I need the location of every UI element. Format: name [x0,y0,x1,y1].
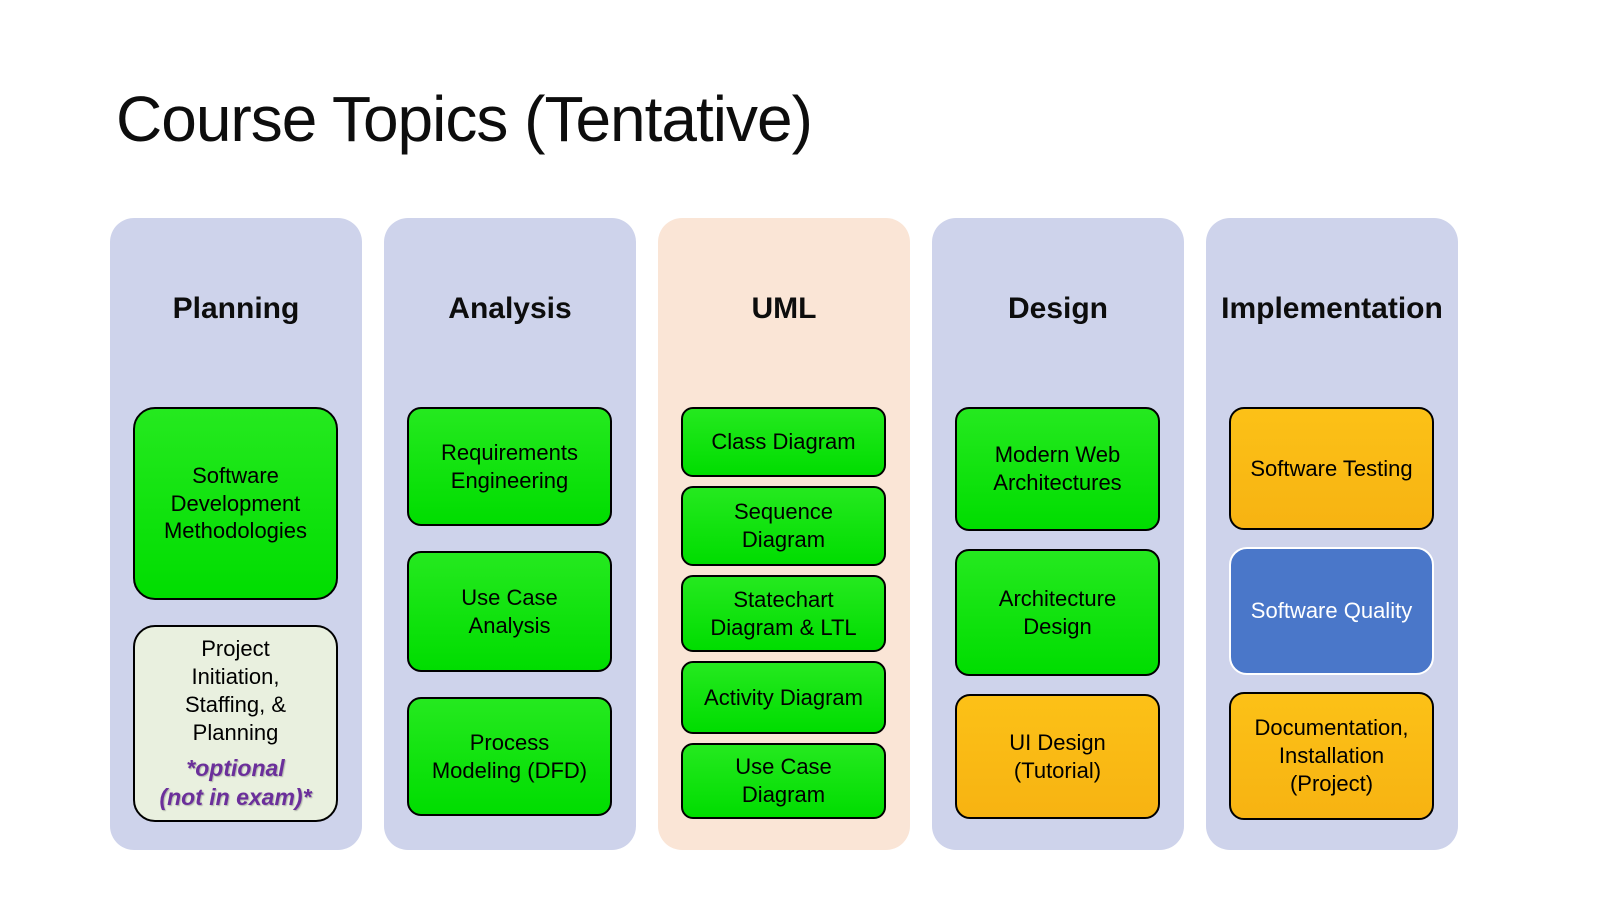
topic-label: UI Design (Tutorial) [1009,729,1106,783]
topic-box-software-quality: Software Quality [1229,547,1434,675]
column-planning: Planning Software Development Methodolog… [110,218,362,850]
topic-box-software-testing: Software Testing [1229,407,1434,530]
topic-label: Architecture Design [998,585,1117,639]
topic-box-sequence-diagram: Sequence Diagram [681,486,886,566]
column-analysis-boxes: Requirements Engineering Use Case Analys… [407,407,612,816]
topic-label: Class Diagram [711,429,856,455]
topic-box-statechart-diagram-ltl: Statechart Diagram & LTL [681,575,886,652]
topic-label: Use Case Analysis [461,584,558,638]
topic-label: Modern Web Architectures [993,442,1122,495]
topic-box-ui-design-tutorial: UI Design (Tutorial) [955,694,1160,819]
topic-label: Software Development Methodologies [163,462,308,544]
topic-label: Statechart Diagram & LTL [710,586,857,640]
topic-label: Activity Diagram [704,684,863,710]
column-implementation-header: Implementation [1221,292,1443,325]
column-planning-boxes: Software Development Methodologies Proje… [133,407,338,822]
topic-box-software-development-methodologies: Software Development Methodologies [133,407,338,600]
topic-label: Process Modeling (DFD) [431,729,588,783]
column-implementation-boxes: Software Testing Software Quality Docume… [1229,407,1434,820]
topic-label: Sequence Diagram [733,499,834,552]
slide-title: Course Topics (Tentative) [116,83,813,155]
column-analysis: Analysis Requirements Engineering Use Ca… [384,218,636,850]
column-uml: UML Class Diagram Sequence Diagram State… [658,218,910,850]
column-implementation: Implementation Software Testing Software… [1206,218,1458,850]
topic-columns: Planning Software Development Methodolog… [110,218,1458,850]
topic-box-activity-diagram: Activity Diagram [681,661,886,734]
column-design: Design Modern Web Architectures Architec… [932,218,1184,850]
topic-box-use-case-analysis: Use Case Analysis [407,551,612,672]
topic-label: Requirements Engineering [441,439,578,493]
column-uml-boxes: Class Diagram Sequence Diagram Statechar… [681,407,886,819]
column-analysis-header: Analysis [448,292,572,325]
topic-label: Software Testing [1250,455,1413,481]
topic-box-requirements-engineering: Requirements Engineering [407,407,612,526]
topic-label: Documentation, Installation (Project) [1254,715,1409,796]
topic-label: Software Quality [1250,598,1413,624]
topic-label: Use Case Diagram [735,754,832,807]
column-planning-header: Planning [172,292,300,325]
column-design-boxes: Modern Web Architectures Architecture De… [955,407,1160,819]
topic-label: Project Initiation, Staffing, & Planning [184,636,287,746]
topic-box-use-case-diagram: Use Case Diagram [681,743,886,819]
column-design-header: Design [1007,292,1109,325]
topic-box-process-modeling-dfd: Process Modeling (DFD) [407,697,612,816]
topic-box-architecture-design: Architecture Design [955,549,1160,676]
topic-box-project-initiation-staffing-planning: Project Initiation, Staffing, & Planning… [133,625,338,822]
topic-box-documentation-installation-project: Documentation, Installation (Project) [1229,692,1434,820]
topic-box-modern-web-architectures: Modern Web Architectures [955,407,1160,531]
topic-box-class-diagram: Class Diagram [681,407,886,477]
column-uml-header: UML [751,292,817,325]
optional-note: *optional (not in exam)* [159,755,312,810]
